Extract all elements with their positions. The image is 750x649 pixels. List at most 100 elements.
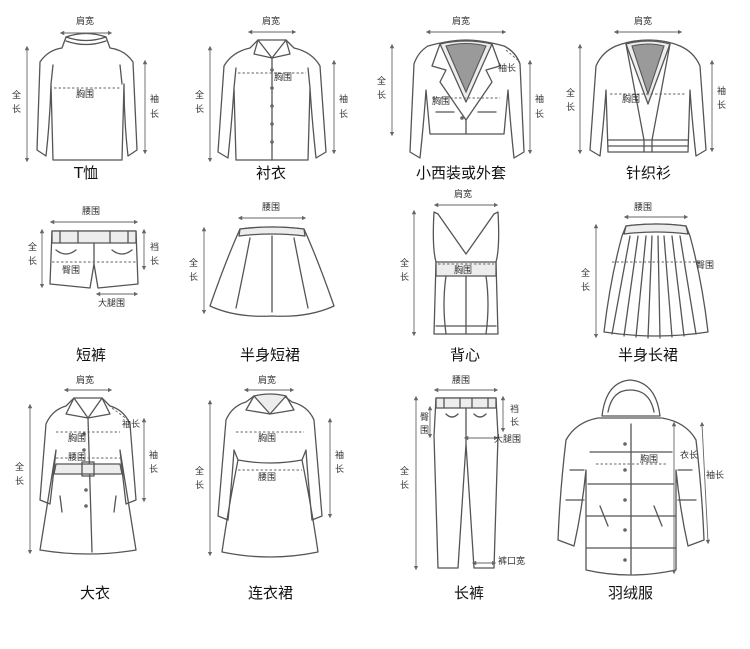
shorts-thigh-label: 大腿围 — [98, 297, 125, 309]
trousers-thigh-label: 大腿围 — [494, 433, 521, 445]
long-skirt-outline — [603, 223, 709, 337]
trousers-hem-label: 裤口宽 — [498, 555, 525, 567]
dress-sleeve-label-a: 袖 — [335, 449, 344, 461]
long-skirt-length-label-b: 长 — [581, 281, 590, 293]
garment-shorts: 腰围 臀围 全 长 裆 长 大腿围 短裤 — [28, 206, 159, 364]
down-jacket-caption: 羽绒服 — [608, 584, 653, 602]
blazer-outline — [409, 39, 525, 159]
down-jacket-outline — [557, 417, 705, 576]
dress-outline — [217, 395, 323, 558]
coat-sleeve-label: 袖长 — [122, 418, 140, 430]
coat-chest-label: 胸围 — [68, 432, 86, 444]
dress-length-label-a: 全 — [195, 465, 204, 477]
dress-chest-label: 胸围 — [258, 432, 276, 444]
blazer-length-label-b: 长 — [377, 89, 386, 101]
long-skirt-hip-label: 臀围 — [696, 260, 714, 271]
down-jacket-length-label: 衣长 — [680, 449, 698, 461]
shorts-rise-label-b: 长 — [150, 255, 159, 267]
long-skirt-caption: 半身长裙 — [618, 346, 678, 364]
vest-chest-label: 胸围 — [454, 264, 472, 276]
blazer-shoulder-label: 肩宽 — [452, 15, 470, 27]
garment-coat: 肩宽 胸围 腰围 袖长 全 长 袖 长 大衣 — [15, 374, 158, 602]
cardigan-sleeve-label-a: 袖 — [717, 85, 726, 97]
blazer-sleeve-label-b: 长 — [535, 108, 544, 120]
short-skirt-waist-label: 腰围 — [262, 202, 280, 213]
trousers-length-label-a: 全 — [400, 465, 409, 477]
shirt-caption: 衬衣 — [256, 164, 286, 182]
trousers-rise-label-a: 裆 — [510, 403, 519, 415]
trousers-rise-label-b: 长 — [510, 416, 519, 428]
shorts-rise-label-a: 裆 — [150, 241, 159, 253]
short-skirt-length-label-b: 长 — [189, 271, 198, 283]
short-skirt-caption: 半身短裙 — [240, 346, 300, 364]
coat-outline — [39, 397, 137, 555]
shirt-sleeve-label-a: 袖 — [339, 93, 348, 105]
blazer-caption: 小西装或外套 — [416, 164, 506, 182]
garment-cardigan: 肩宽 胸围 全 长 袖 长 针织衫 — [566, 15, 726, 182]
tshirt-chest-label: 胸围 — [76, 88, 94, 100]
cardigan-shoulder-label: 肩宽 — [634, 15, 652, 27]
cardigan-sleeve-label-b: 长 — [717, 99, 726, 111]
coat-length-label-a: 全 — [15, 461, 24, 473]
dress-length-label-b: 长 — [195, 479, 204, 491]
dress-shoulder-label: 肩宽 — [258, 374, 276, 386]
coat-sleeve-label-b: 长 — [149, 463, 158, 475]
shorts-waist-label: 腰围 — [82, 206, 100, 217]
trousers-caption: 长裤 — [454, 584, 484, 602]
coat-length-label-b: 长 — [15, 475, 24, 487]
coat-waist-label: 腰围 — [68, 452, 86, 463]
shorts-length-label-b: 长 — [28, 255, 37, 267]
trousers-length-label-b: 长 — [400, 479, 409, 491]
trousers-hip-label-b: 围 — [420, 425, 429, 436]
down-jacket-hood — [601, 379, 661, 417]
shorts-length-label-a: 全 — [28, 241, 37, 253]
tshirt-shoulder-label: 肩宽 — [76, 15, 94, 27]
garment-down-jacket: 胸围 衣长 袖长 羽绒服 — [557, 379, 724, 602]
short-skirt-length-label-a: 全 — [189, 257, 198, 269]
dress-sleeve-label-b: 长 — [335, 463, 344, 475]
garment-tshirt: 肩宽 胸围 全 长 袖 长 T恤 — [12, 15, 159, 182]
tshirt-length-label-b: 长 — [12, 103, 21, 115]
blazer-sleeve-label-a: 袖 — [535, 93, 544, 105]
cardigan-caption: 针织衫 — [626, 164, 671, 182]
garment-blazer: 肩宽 胸围 袖长 全 长 袖 长 小西装或外套 — [377, 15, 544, 182]
cardigan-chest-label: 胸围 — [622, 93, 640, 105]
tshirt-sleeve-label-b: 长 — [150, 108, 159, 120]
coat-shoulder-label: 肩宽 — [76, 374, 94, 386]
tshirt-length-label-a: 全 — [12, 89, 21, 101]
tshirt-caption: T恤 — [73, 164, 98, 182]
dress-waist-label: 腰围 — [258, 472, 276, 483]
shorts-hip-label: 臀围 — [62, 265, 80, 276]
cardigan-length-label-b: 长 — [566, 101, 575, 113]
shorts-caption: 短裤 — [76, 346, 106, 364]
long-skirt-waist-label: 腰围 — [634, 202, 652, 213]
tshirt-sleeve-label-a: 袖 — [150, 93, 159, 105]
trousers-hip-label-a: 臀 — [420, 412, 429, 423]
cardigan-outline — [589, 39, 707, 157]
dress-caption: 连衣裙 — [248, 584, 293, 602]
coat-caption: 大衣 — [80, 584, 110, 602]
vest-length-label-a: 全 — [400, 257, 409, 269]
vest-length-label-b: 长 — [400, 271, 409, 283]
down-jacket-chest-label: 胸围 — [640, 453, 658, 465]
blazer-length-label-a: 全 — [377, 75, 386, 87]
coat-sleeve-label-a: 袖 — [149, 449, 158, 461]
garment-short-skirt: 腰围 全 长 半身短裙 — [189, 202, 335, 364]
shirt-chest-label: 胸围 — [274, 71, 292, 83]
shirt-length-label-a: 全 — [195, 89, 204, 101]
blazer-sleeve-label: 袖长 — [498, 62, 516, 74]
down-jacket-sleeve-label: 袖长 — [706, 469, 724, 481]
garment-trousers: 腰围 臀 围 裆 长 大腿围 裤口宽 全 长 长裤 — [400, 375, 525, 602]
vest-shoulder-label: 肩宽 — [454, 188, 472, 200]
trousers-waist-label: 腰围 — [452, 375, 470, 386]
long-skirt-length-label-a: 全 — [581, 267, 590, 279]
garment-shirt: 肩宽 胸围 全 长 袖 长 衬衣 — [195, 15, 348, 182]
cardigan-length-label-a: 全 — [566, 87, 575, 99]
blazer-chest-label: 胸围 — [432, 95, 450, 107]
garment-long-skirt: 腰围 臀围 全 长 半身长裙 — [581, 202, 714, 364]
shirt-sleeve-label-b: 长 — [339, 108, 348, 120]
garment-vest: 肩宽 胸围 全 长 背心 — [400, 188, 500, 364]
trousers-outline — [433, 397, 499, 569]
